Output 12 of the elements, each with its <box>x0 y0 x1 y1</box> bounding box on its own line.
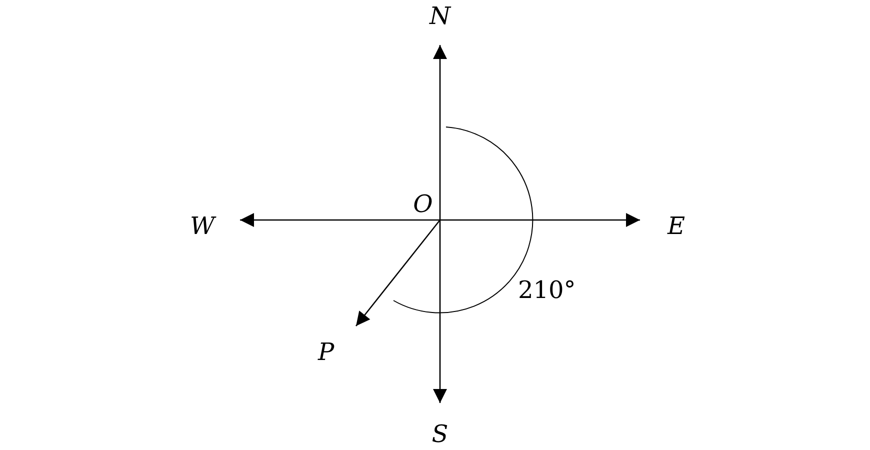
point-label: P <box>318 328 355 366</box>
point-label: W <box>190 206 237 246</box>
point-label: O <box>408 190 438 218</box>
arrow <box>440 213 640 227</box>
arrow <box>240 213 440 227</box>
arrow <box>433 220 447 403</box>
point-label: S <box>425 406 455 448</box>
angle-label: 210° <box>518 276 576 304</box>
arrow <box>356 220 440 326</box>
point-label: N <box>425 2 455 43</box>
arrow <box>433 45 447 220</box>
point-label: E <box>643 206 685 246</box>
